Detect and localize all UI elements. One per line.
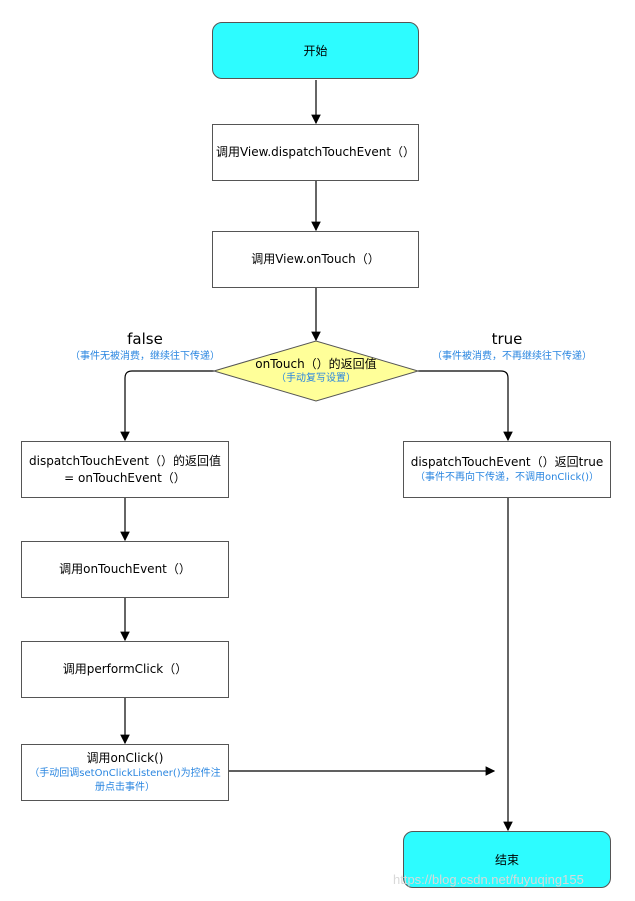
false-dispatch-node: dispatchTouchEvent（）的返回值 = onTouchEvent（… xyxy=(21,441,229,498)
false-dispatch-line1: dispatchTouchEvent（）的返回值 xyxy=(29,453,221,468)
call-performclick-node: 调用performClick（） xyxy=(21,641,229,698)
true-dispatch-note: （事件不再向下传递，不调用onClick()） xyxy=(414,472,600,483)
true-dispatch-node: dispatchTouchEvent（）返回true （事件不再向下传递，不调用… xyxy=(403,441,611,498)
true-dispatch-label: dispatchTouchEvent（）返回true xyxy=(410,455,604,469)
decision-title: onTouch（）的返回值 xyxy=(255,356,377,371)
call-onclick-label: 调用onClick() xyxy=(86,751,164,765)
call-performclick-label: 调用performClick（） xyxy=(62,662,188,676)
call-onclick-node: 调用onClick() （手动回调setOnClickListener()为控件… xyxy=(21,744,229,801)
call-dispatch-label: 调用View.dispatchTouchEvent（） xyxy=(215,145,416,159)
watermark: https://blog.csdn.net/fuyuqing155 xyxy=(393,872,584,887)
false-note: （事件无被消费，继续往下传递） xyxy=(70,351,220,362)
call-ontouch-label: 调用View.onTouch（） xyxy=(251,252,380,266)
call-ontouch-node: 调用View.onTouch（） xyxy=(212,231,419,288)
call-ontouchevent-node: 调用onTouchEvent（） xyxy=(21,541,229,598)
call-dispatch-node: 调用View.dispatchTouchEvent（） xyxy=(212,124,419,181)
end-node: 结束 xyxy=(403,831,611,888)
call-ontouchevent-label: 调用onTouchEvent（） xyxy=(59,562,191,576)
start-node: 开始 xyxy=(212,22,419,79)
decision-note: （手动复写设置） xyxy=(276,372,356,384)
onclick-note-line1: （手动回调setOnClickListener()为控件注 xyxy=(29,768,221,779)
true-note: （事件被消费，不再继续往下传递） xyxy=(432,351,592,362)
true-label: true xyxy=(491,330,523,348)
end-label: 结束 xyxy=(494,853,519,867)
arrow-decision-false xyxy=(120,370,214,442)
decision-diamond xyxy=(212,340,420,402)
start-label: 开始 xyxy=(303,44,328,58)
false-dispatch-line2: = onTouchEvent（） xyxy=(64,470,186,485)
arrow-decision-true xyxy=(418,370,513,442)
false-label: false xyxy=(127,330,163,348)
onclick-note-line2: 册点击事件） xyxy=(95,782,155,793)
decision-text: onTouch（）的返回值 （手动复写设置） xyxy=(236,352,396,390)
